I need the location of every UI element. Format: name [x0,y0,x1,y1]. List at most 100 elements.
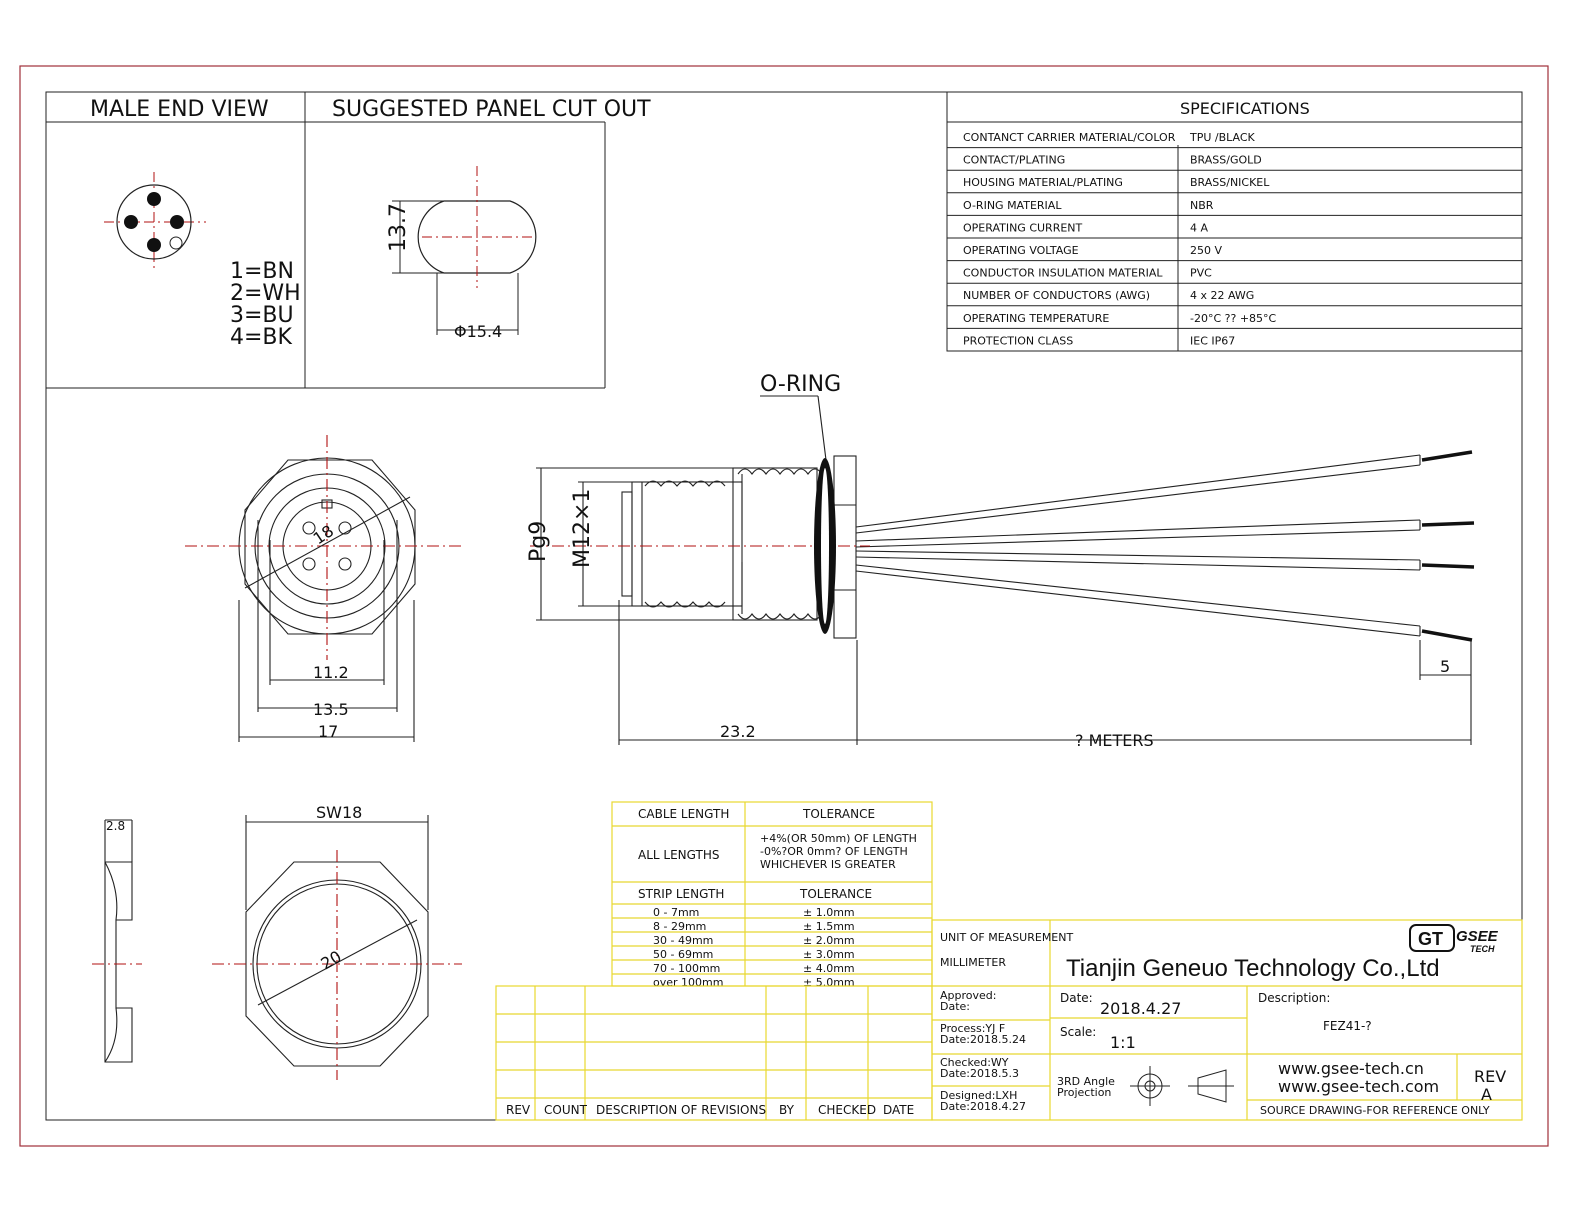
spec-label: NUMBER OF CONDUCTORS (AWG) [963,289,1150,302]
dim-m12: M12×1 [570,489,595,568]
tol-header-strip: STRIP LENGTH [638,887,724,901]
spec-value: -20°C ?? +85°C [1190,312,1277,325]
dim-sw18: SW18 [316,803,362,822]
spec-label: OPERATING CURRENT [963,221,1083,234]
rev-label: REV [1474,1067,1506,1086]
strip-length: 50 - 69mm [653,948,713,961]
dim-pg9: Pg9 [526,521,551,562]
spec-label: PROTECTION CLASS [963,334,1073,347]
spec-label: OPERATING TEMPERATURE [963,312,1109,325]
dim-nut-dia: 20 [318,947,345,974]
strip-tolerance: ± 4.0mm [803,962,855,975]
front-view [185,435,462,742]
title-block [931,919,1523,1121]
dim-nut-thickness: 2.8 [106,819,125,833]
logo-gt: GT [1418,929,1443,949]
strip-tolerance: ± 3.0mm [803,948,855,961]
strip-length: 70 - 100mm [653,962,720,975]
designed-date: Date:2018.4.27 [940,1100,1026,1113]
strip-length: 30 - 49mm [653,934,713,947]
approved-label: Approved: [940,989,996,1002]
spec-value: IEC IP67 [1190,334,1235,347]
pin-label-3: 3=BU [230,303,294,328]
spec-label: CONTACT/PLATING [963,154,1065,167]
panel-cutout-title: SUGGESTED PANEL CUT OUT [332,97,651,122]
strip-tolerance: ± 1.0mm [803,906,855,919]
view-boxes [46,92,606,389]
checked-label: Checked:WY [940,1056,1009,1069]
pin-label-1: 1=BN [230,259,294,284]
tol-header-tol2: TOLERANCE [799,887,872,901]
pin-1 [147,192,161,206]
pin-4 [124,215,138,229]
tol-all-1: +4%(OR 50mm) OF LENGTH [760,832,917,845]
date-label: Date: [1060,991,1093,1005]
source-note: SOURCE DRAWING-FOR REFERENCE ONLY [1260,1104,1490,1117]
dim-13-5: 13.5 [313,700,349,719]
designed-label: Designed:LXH [940,1089,1017,1102]
strip-length: 0 - 7mm [653,906,699,919]
dim-17: 17 [318,722,338,741]
logo-tech: TECH [1470,944,1495,954]
rev-col-by: BY [779,1103,795,1117]
spec-value: 4 x 22 AWG [1190,289,1254,302]
pin-label-2: 2=WH [230,281,301,306]
rev-col-rev: REV [506,1103,531,1117]
male-end-view-title: MALE END VIEW [90,97,269,122]
spec-value: PVC [1190,267,1212,280]
pin-3 [147,238,161,252]
spec-value: BRASS/NICKEL [1190,176,1270,189]
logo-gsee: GSEE [1456,928,1499,945]
website-cn: www.gsee-tech.cn [1278,1059,1424,1078]
spec-value: 4 A [1190,221,1208,234]
spec-value: 250 V [1190,244,1222,257]
pin-label-4: 4=BK [230,325,293,350]
rev-value: A [1481,1085,1492,1104]
strip-length: 8 - 29mm [653,920,706,933]
spec-value: BRASS/GOLD [1190,154,1262,167]
tol-header-cable: CABLE LENGTH [638,807,729,821]
pin-2 [170,215,184,229]
date-value: 2018.4.27 [1100,999,1181,1018]
o-ring-label: O-RING [760,372,841,397]
strip-length: over 100mm [653,976,723,989]
scale-label: Scale: [1060,1025,1096,1039]
projection-line-2: Projection [1057,1086,1111,1099]
website-com: www.gsee-tech.com [1278,1077,1439,1096]
specifications-title: SPECIFICATIONS [1180,99,1310,118]
checked-date: Date:2018.5.3 [940,1067,1019,1080]
approved-date: Date: [940,1000,970,1013]
process-date: Date:2018.5.24 [940,1033,1026,1046]
nut-side-view [92,819,142,1063]
spec-label: CONTANCT CARRIER MATERIAL/COLOR [963,131,1176,144]
cutout-height-dim: 13.7 [386,203,411,252]
desc-label: Description: [1258,991,1330,1005]
dim-11-2: 11.2 [313,663,349,682]
panel-cutout [392,166,537,335]
tol-all-lengths: ALL LENGTHS [638,848,719,862]
rev-col-desc: DESCRIPTION OF REVISIONS [596,1103,766,1117]
dim-23-2: 23.2 [720,722,756,741]
spec-label: OPERATING VOLTAGE [963,244,1079,257]
uom-label: UNIT OF MEASUREMENT [940,931,1073,944]
tolerance-table [611,801,933,987]
projection-symbol-icon [1130,1066,1234,1106]
spec-label: O-RING MATERIAL [963,199,1062,212]
side-view [530,395,1472,745]
tol-header-tol: TOLERANCE [802,807,875,821]
desc-value: FEZ41-? [1323,1019,1372,1033]
strip-tolerance: ± 2.0mm [803,934,855,947]
revision-table [495,985,933,1121]
male-end-view [104,172,206,270]
rev-col-checked: CHECKED [818,1103,876,1117]
spec-label: CONDUCTOR INSULATION MATERIAL [963,267,1163,280]
spec-value: TPU /BLACK [1189,131,1256,144]
rev-col-date: DATE [883,1103,914,1117]
tol-all-2: -0%?OR 0mm? OF LENGTH [760,845,908,858]
nut-face-view [212,815,462,1080]
spec-rows: CONTANCT CARRIER MATERIAL/COLOR TPU /BLAC… [947,131,1522,352]
company-logo: GT GSEE TECH [1409,924,1499,954]
projection-line-1: 3RD Angle [1057,1075,1115,1088]
rev-col-count: COUNT [544,1103,588,1117]
